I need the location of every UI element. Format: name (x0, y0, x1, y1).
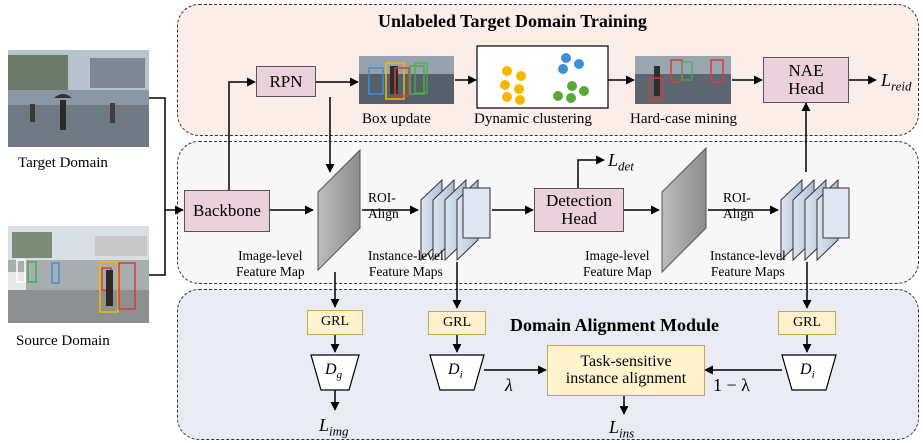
task-sensitive-alignment-box: Task-sensitive instance alignment (547, 345, 705, 396)
box-update-image (359, 56, 454, 104)
instance-discriminator-label-2: Di (800, 361, 815, 382)
box-update-caption: Box update (362, 111, 431, 127)
lambda-label: λ (505, 375, 513, 395)
loss-reid-label: Lreid (881, 70, 912, 94)
detection-head-box: Detection Head (534, 188, 624, 232)
nae-head-box: NAE Head (763, 57, 849, 103)
grl-box-1: GRL (307, 310, 363, 335)
instance-feature-maps-1 (420, 178, 491, 262)
hard-case-mining-image (635, 56, 731, 104)
alignment-module-title: Domain Alignment Module (510, 315, 720, 335)
instance-feature-maps-label-2: Instance-level Feature Maps (710, 248, 786, 279)
instance-feature-maps-label-1: Instance-level Feature Maps (368, 248, 444, 279)
hard-case-mining-caption: Hard-case mining (630, 111, 738, 127)
target-domain-caption: Target Domain (18, 155, 108, 171)
image-discriminator (310, 354, 360, 391)
image-feature-map-2 (661, 146, 707, 274)
image-feature-map-label-2: Image-level Feature Map (583, 248, 652, 279)
grl-box-3: GRL (778, 311, 836, 335)
target-training-title: Unlabeled Target Domain Training (378, 11, 647, 31)
roi-align-label-1: ROI- Align (368, 190, 399, 221)
loss-ins-label: Lins (609, 417, 635, 441)
instance-discriminator-2 (781, 354, 837, 391)
image-feature-map-label-1: Image-level Feature Map (236, 248, 305, 279)
one-minus-lambda-label: 1 − λ (713, 375, 750, 395)
source-domain-caption: Source Domain (16, 333, 110, 349)
instance-discriminator-1 (429, 354, 485, 391)
grl-box-2: GRL (428, 311, 486, 335)
image-discriminator-label: Dg (325, 361, 343, 382)
instance-feature-maps-2 (780, 178, 850, 262)
dynamic-clustering-plot (476, 45, 609, 109)
loss-det-label: Ldet (608, 150, 634, 174)
instance-discriminator-label-1: Di (448, 361, 463, 382)
source-domain-photo (8, 226, 149, 323)
roi-align-label-2: ROI- Align (723, 190, 754, 221)
loss-img-label: Limg (319, 415, 349, 439)
image-feature-map-1 (317, 148, 361, 272)
target-domain-photo (8, 50, 149, 147)
dynamic-clustering-caption: Dynamic clustering (474, 111, 592, 127)
backbone-box: Backbone (184, 190, 270, 232)
rpn-box: RPN (256, 66, 316, 97)
